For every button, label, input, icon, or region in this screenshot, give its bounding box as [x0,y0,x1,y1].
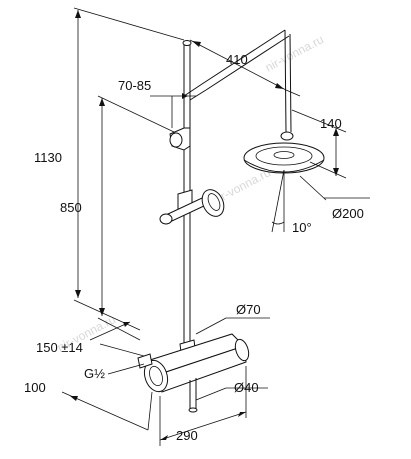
dim-inlet-spacing: 150 ±14 [36,321,145,357]
dim-arm-length: 410 [189,39,301,97]
label-arm-length: 410 [226,52,248,67]
column-holder [169,127,191,151]
label-mixer-width: 290 [176,428,198,443]
label-inlet-spacing: 150 ±14 [36,340,83,355]
shower-column [182,29,294,352]
label-wall-offset: 100 [24,380,46,395]
dim-pipe-diameter-lower: Ø40 [195,380,268,401]
dim-head-drop: 140 [291,109,347,179]
label-holder-range: 70-85 [118,78,151,93]
label-holder-height: 850 [60,200,82,215]
label-head-diameter: Ø200 [332,206,364,221]
dim-total-height: 1130 [34,7,185,331]
dim-wall-offset: 100 [24,380,153,431]
label-head-drop: 140 [320,116,342,131]
label-pipe-diameter-upper: Ø70 [236,302,261,317]
dim-holder-height: 850 [60,95,175,341]
dim-pipe-diameter-upper: Ø70 [195,302,270,335]
hand-shower-holder [159,189,225,225]
label-total-height: 1130 [34,150,62,165]
dim-mixer-width: 290 [159,366,247,446]
label-thread: G½ [84,366,105,381]
shower-head [243,142,325,174]
label-tilt-angle: 10° [292,220,312,235]
dim-tilt-angle: 10° [271,169,312,235]
dim-thread: G½ [84,363,145,381]
dim-head-diameter: Ø200 [299,175,370,221]
thermostat-mixer [137,333,250,413]
dim-holder-range: 70-85 [118,78,196,128]
